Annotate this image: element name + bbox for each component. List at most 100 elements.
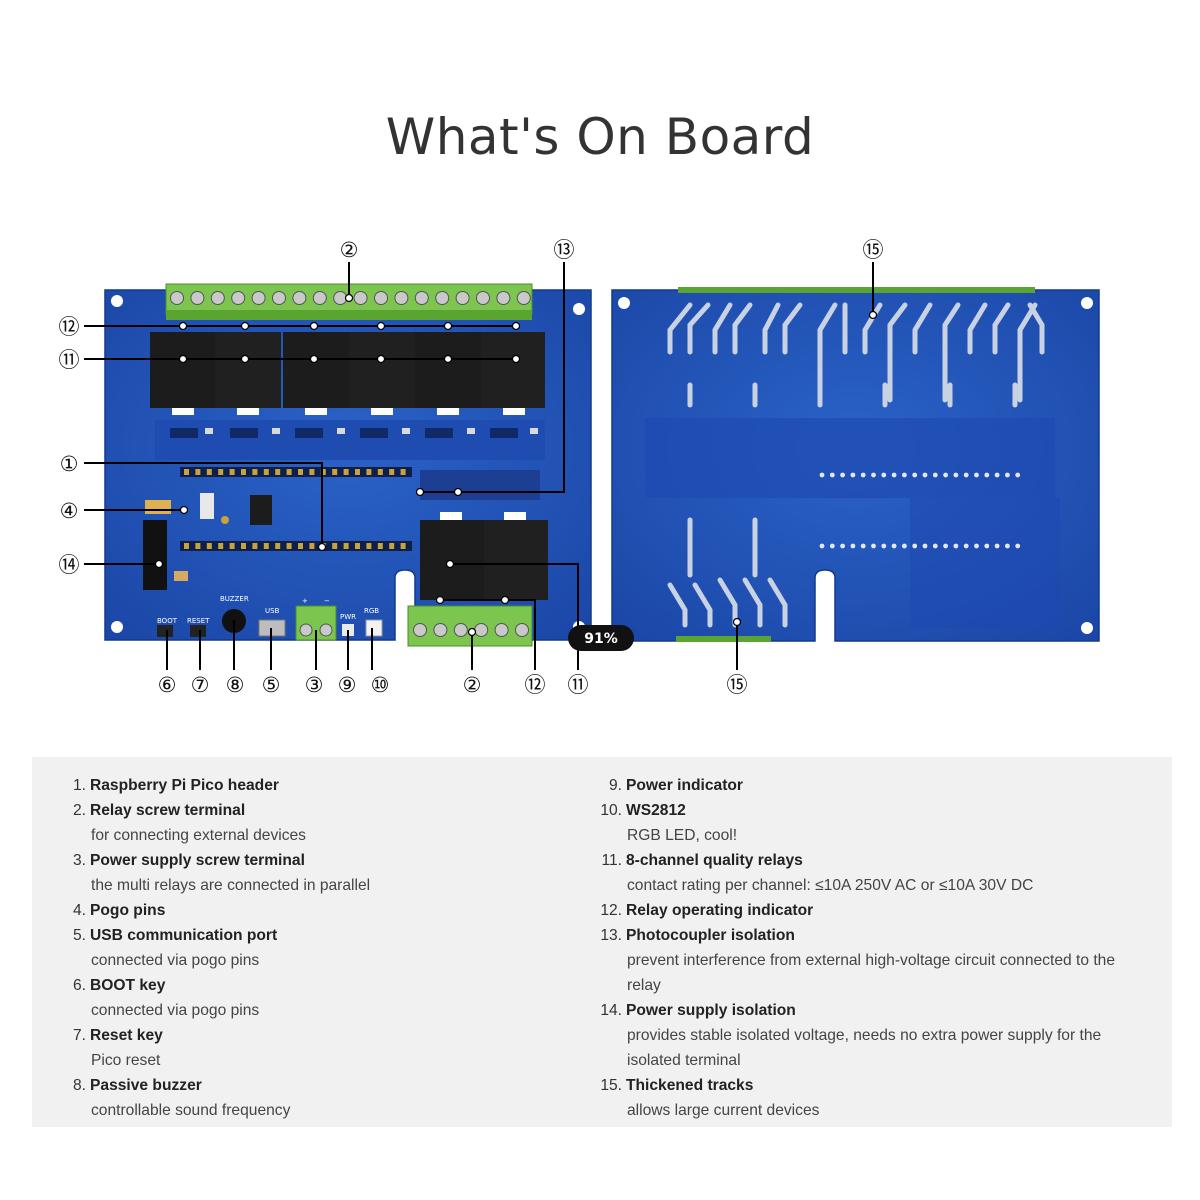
legend-item-description: controllable sound frequency xyxy=(91,1102,291,1119)
legend-item-name: BOOT key xyxy=(90,977,166,994)
callout-2-bottom: ② xyxy=(463,673,482,697)
legend-item-number: 12. xyxy=(600,902,622,919)
callout-endpoints xyxy=(154,293,878,637)
legend-item-number: 10. xyxy=(600,802,622,819)
pico-header xyxy=(180,467,412,551)
legend-item-name: Power indicator xyxy=(626,777,743,794)
legend-item-number: 14. xyxy=(600,1002,622,1019)
legend-item-number: 15. xyxy=(600,1077,622,1094)
legend-item-description: Pico reset xyxy=(91,1052,161,1069)
back-inner-plane xyxy=(645,418,1060,628)
legend-item: 10.WS2812 xyxy=(588,798,1148,823)
legend-item-name: Photocoupler isolation xyxy=(626,927,795,944)
legend-item-description: allows large current devices xyxy=(627,1102,820,1119)
legend-item-name: WS2812 xyxy=(626,802,686,819)
callout-2-top: ② xyxy=(340,238,359,262)
callout-1: ① xyxy=(60,452,79,476)
legend-item: 6.BOOT key xyxy=(52,973,572,998)
legend-item-number: 8. xyxy=(72,1077,86,1094)
legend-item-name: Power supply screw terminal xyxy=(90,852,305,869)
legend-item: 12.Relay operating indicator xyxy=(588,898,1148,923)
legend-item: 5.USB communication port xyxy=(52,923,572,948)
legend-item-number: 7. xyxy=(72,1027,86,1044)
callout-14: ⑭ xyxy=(59,553,80,577)
legend-item-description: prevent interference from external high-… xyxy=(627,952,1116,969)
legend-item: 3.Power supply screw terminal xyxy=(52,848,572,873)
legend-item: 15.Thickened tracks xyxy=(588,1073,1148,1098)
page-title: What's On Board xyxy=(385,108,815,166)
legend-item-number: 1. xyxy=(72,777,86,794)
legend-item-name: USB communication port xyxy=(90,927,278,944)
relay-screw-terminal-top xyxy=(165,283,533,320)
legend-item: 8.Passive buzzer xyxy=(52,1073,572,1098)
front-board: BOOT RESET BUZZER USB PWR RGB + − xyxy=(104,283,592,647)
pwr-silk: PWR xyxy=(340,613,356,621)
back-board xyxy=(611,287,1100,642)
callout-8: ⑧ xyxy=(226,673,245,697)
board-diagram: BOOT RESET BUZZER USB PWR RGB + − xyxy=(59,238,1100,697)
legend-item: 4.Pogo pins xyxy=(52,898,572,923)
legend-item: 14.Power supply isolation xyxy=(588,998,1148,1023)
legend-item-number: 6. xyxy=(72,977,86,994)
legend-item-name: Raspberry Pi Pico header xyxy=(90,777,279,794)
callout-numbers: ② ⑬ ⑮ ⑫ ⑪ ① ④ ⑭ ⑥ ⑦ ⑧ ⑤ ③ ⑨ ⑩ ② ⑫ ⑪ ⑮ xyxy=(59,238,884,697)
legend-item-description: provides stable isolated voltage, needs … xyxy=(627,1027,1102,1044)
callout-15-top: ⑮ xyxy=(863,238,884,262)
callout-10: ⑩ xyxy=(371,673,390,697)
photocoupler-strip xyxy=(155,420,545,500)
legend-item-name: Relay screw terminal xyxy=(90,802,246,819)
legend-item-description: connected via pogo pins xyxy=(91,1002,260,1019)
legend-item-number: 4. xyxy=(72,902,86,919)
plus-silk: + xyxy=(302,597,308,605)
callout-7: ⑦ xyxy=(191,673,210,697)
callout-3: ③ xyxy=(305,673,324,697)
boot-silk: BOOT xyxy=(157,617,178,625)
legend-item-description: RGB LED, cool! xyxy=(627,827,738,844)
legend-item-number: 11. xyxy=(601,852,622,869)
legend-item: 13.Photocoupler isolation xyxy=(588,923,1148,948)
usb-silk: USB xyxy=(265,607,280,615)
reset-silk: RESET xyxy=(187,617,210,625)
legend-item-description: the multi relays are connected in parall… xyxy=(91,877,371,894)
rgb-silk: RGB xyxy=(364,607,379,615)
callout-4: ④ xyxy=(60,499,79,523)
legend-item: 2.Relay screw terminal xyxy=(52,798,572,823)
legend-item-number: 9. xyxy=(608,777,622,794)
legend-item-description: for connecting external devices xyxy=(91,827,306,844)
legend-item: 1.Raspberry Pi Pico header xyxy=(52,773,572,798)
legend-item-description: contact rating per channel: ≤10A 250V AC… xyxy=(627,877,1034,894)
legend-item-description: connected via pogo pins xyxy=(91,952,260,969)
callout-9: ⑨ xyxy=(338,673,357,697)
minus-silk: − xyxy=(324,597,330,605)
legend-item: 9.Power indicator xyxy=(588,773,1148,798)
relay-block-bottom xyxy=(420,512,548,600)
relay-block-top xyxy=(150,332,545,415)
legend-item-name: 8-channel quality relays xyxy=(626,852,803,869)
legend-item-name: Thickened tracks xyxy=(626,1077,754,1094)
legend-item-name: Reset key xyxy=(90,1027,163,1044)
callout-15-bottom: ⑮ xyxy=(727,673,748,697)
legend-item-name: Power supply isolation xyxy=(626,1002,796,1019)
legend-item-name: Relay operating indicator xyxy=(626,902,814,919)
legend-item-number: 2. xyxy=(72,802,86,819)
zoom-indicator: 91% xyxy=(568,625,634,651)
legend-item-name: Passive buzzer xyxy=(90,1077,202,1094)
legend-item: 11.8-channel quality relays xyxy=(588,848,1148,873)
callout-12-left: ⑫ xyxy=(59,315,80,339)
legend-item-number: 13. xyxy=(600,927,622,944)
legend-item-description: isolated terminal xyxy=(627,1052,741,1069)
legend-item: 7.Reset key xyxy=(52,1023,572,1048)
callout-11-bottom: ⑪ xyxy=(568,673,589,697)
callout-5: ⑤ xyxy=(262,673,281,697)
buzzer-silk: BUZZER xyxy=(220,595,249,603)
pogo-and-isolation xyxy=(143,493,272,590)
relay-screw-terminal-bottom xyxy=(407,605,533,647)
zoom-label: 91% xyxy=(584,631,618,647)
callout-11-left: ⑪ xyxy=(59,348,80,372)
callout-12-bottom: ⑫ xyxy=(525,673,546,697)
callout-6: ⑥ xyxy=(158,673,177,697)
legend-item-description: relay xyxy=(627,977,661,994)
